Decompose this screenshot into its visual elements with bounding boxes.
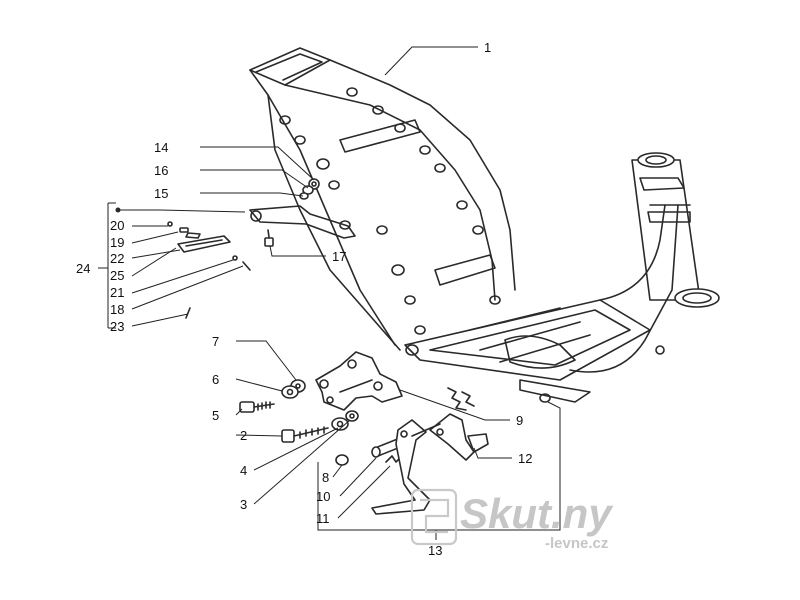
stand-bracket-part-9 bbox=[315, 351, 403, 411]
callout-20: 20 bbox=[110, 218, 124, 233]
nut-part-14 bbox=[308, 178, 320, 190]
callout-3: 3 bbox=[240, 497, 247, 512]
callout-22: 22 bbox=[110, 251, 124, 266]
callout-8: 8 bbox=[322, 470, 329, 485]
callout-24: 24 bbox=[76, 261, 90, 276]
nut-part-4 bbox=[331, 417, 349, 431]
callout-16: 16 bbox=[154, 163, 168, 178]
watermark-subtitle: -levne.cz bbox=[545, 535, 608, 552]
callout-5: 5 bbox=[212, 408, 219, 423]
callout-23: 23 bbox=[110, 319, 124, 334]
callout-6: 6 bbox=[212, 372, 219, 387]
callout-9: 9 bbox=[516, 413, 523, 428]
callout-25: 25 bbox=[110, 268, 124, 283]
callout-18: 18 bbox=[110, 302, 124, 317]
callout-10: 10 bbox=[316, 489, 330, 504]
callout-4: 4 bbox=[240, 463, 247, 478]
callout-19: 19 bbox=[110, 235, 124, 250]
leader-lines bbox=[98, 46, 561, 540]
callout-15: 15 bbox=[154, 186, 168, 201]
spring-part-9 bbox=[447, 387, 475, 411]
callout-21: 21 bbox=[110, 285, 124, 300]
callout-11: 11 bbox=[316, 511, 330, 526]
watermark-brand: Skut.ny bbox=[460, 490, 614, 537]
callout-labels: 1 14 16 15 20 19 22 24 25 21 18 23 17 7 … bbox=[76, 40, 532, 558]
washer-part-6 bbox=[281, 385, 299, 399]
circlip-part-8 bbox=[335, 454, 349, 466]
bolt-part-5 bbox=[239, 401, 275, 413]
callout-1: 1 bbox=[484, 40, 491, 55]
callout-2: 2 bbox=[240, 428, 247, 443]
washer-part-3 bbox=[345, 410, 359, 422]
callout-12: 12 bbox=[518, 451, 532, 466]
pedal-bracket-part-17 bbox=[249, 205, 356, 247]
callout-14: 14 bbox=[154, 140, 168, 155]
callout-17: 17 bbox=[332, 249, 346, 264]
watermark-logo: Skut.ny -levne.cz bbox=[410, 488, 614, 552]
callout-13: 13 bbox=[428, 543, 442, 558]
frame-part-1 bbox=[249, 47, 720, 403]
small-parts-group-24 bbox=[115, 207, 251, 319]
callout-7: 7 bbox=[212, 334, 219, 349]
bolt-part-2 bbox=[281, 426, 329, 443]
